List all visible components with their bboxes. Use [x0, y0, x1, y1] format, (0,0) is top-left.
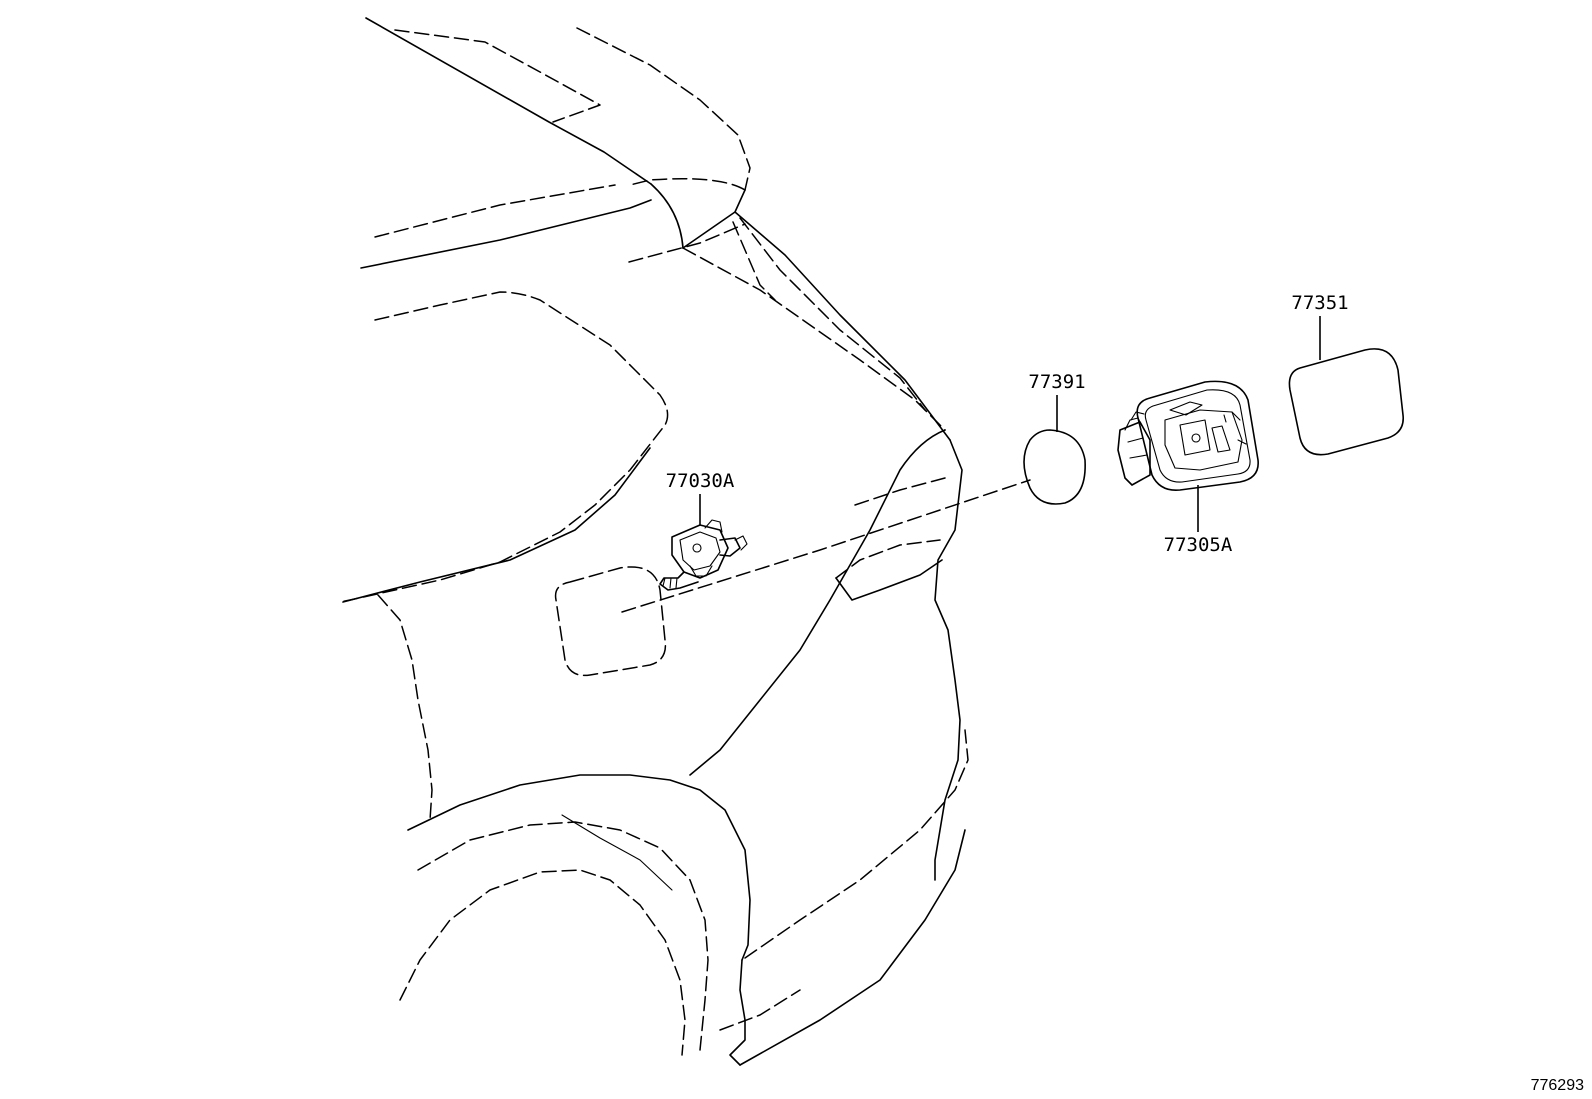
part-label-77351: 77351	[1291, 292, 1348, 314]
part-label-77391: 77391	[1028, 371, 1085, 393]
assembly-centerline	[621, 479, 1031, 613]
part-label-77030A: 77030A	[666, 470, 735, 492]
fuel-lid-lock-actuator	[659, 519, 748, 591]
vehicle-body-outline	[339, 17, 969, 1066]
gasket-ring	[1023, 429, 1086, 505]
figure-number: 776293	[1531, 1077, 1584, 1094]
body-fuel-door-outline	[554, 566, 667, 677]
part-label-77305A: 77305A	[1164, 534, 1233, 556]
fuel-inlet-box-assembly	[1117, 380, 1259, 492]
fuel-filler-lid	[1288, 348, 1405, 456]
